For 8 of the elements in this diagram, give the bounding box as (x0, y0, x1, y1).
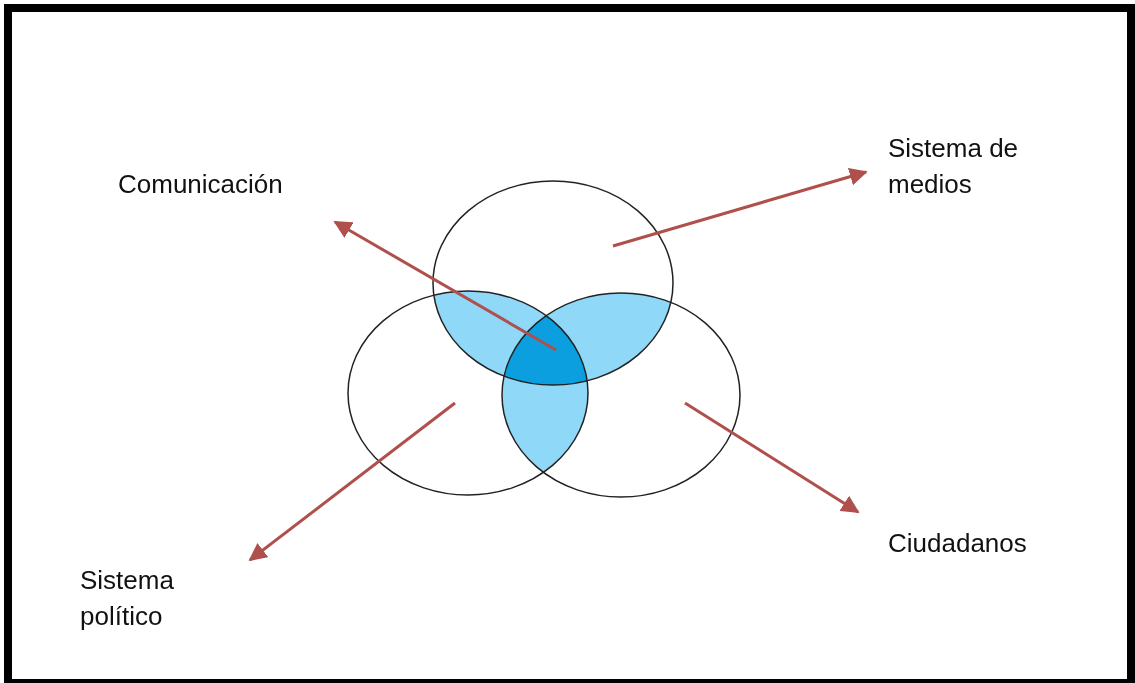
arrow (684, 401, 860, 514)
region-label: Ciudadanos (888, 525, 1078, 561)
arrow (333, 220, 557, 352)
region-label: Comunicación (118, 166, 348, 202)
arrow (612, 167, 868, 248)
region-label: Sistema de medios (888, 130, 1078, 202)
arrow (248, 401, 456, 562)
region-label: Sistema político (80, 562, 260, 634)
